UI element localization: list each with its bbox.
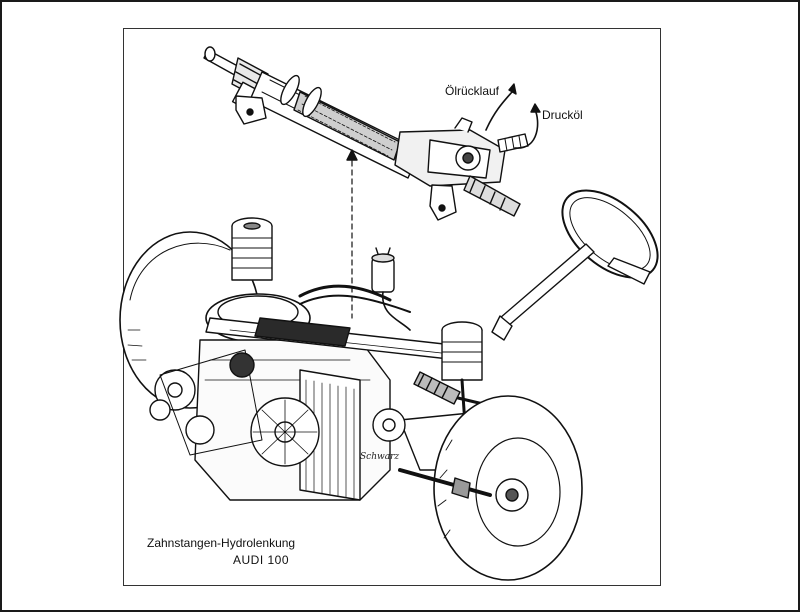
front-axle-assembly [119, 217, 583, 581]
rack-housing-detail [203, 46, 541, 221]
steering-wheel [491, 189, 659, 341]
pressure-oil-label: Drucköl [542, 108, 583, 122]
caption-model: AUDI 100 [233, 553, 290, 567]
caption-title: Zahnstangen-Hydrolenkung [147, 536, 296, 550]
steering-column [499, 243, 595, 327]
oil-return-label: Ölrücklauf [445, 84, 500, 98]
leader-arrowhead [346, 149, 358, 161]
artist-signature: Schwarz [360, 452, 400, 462]
